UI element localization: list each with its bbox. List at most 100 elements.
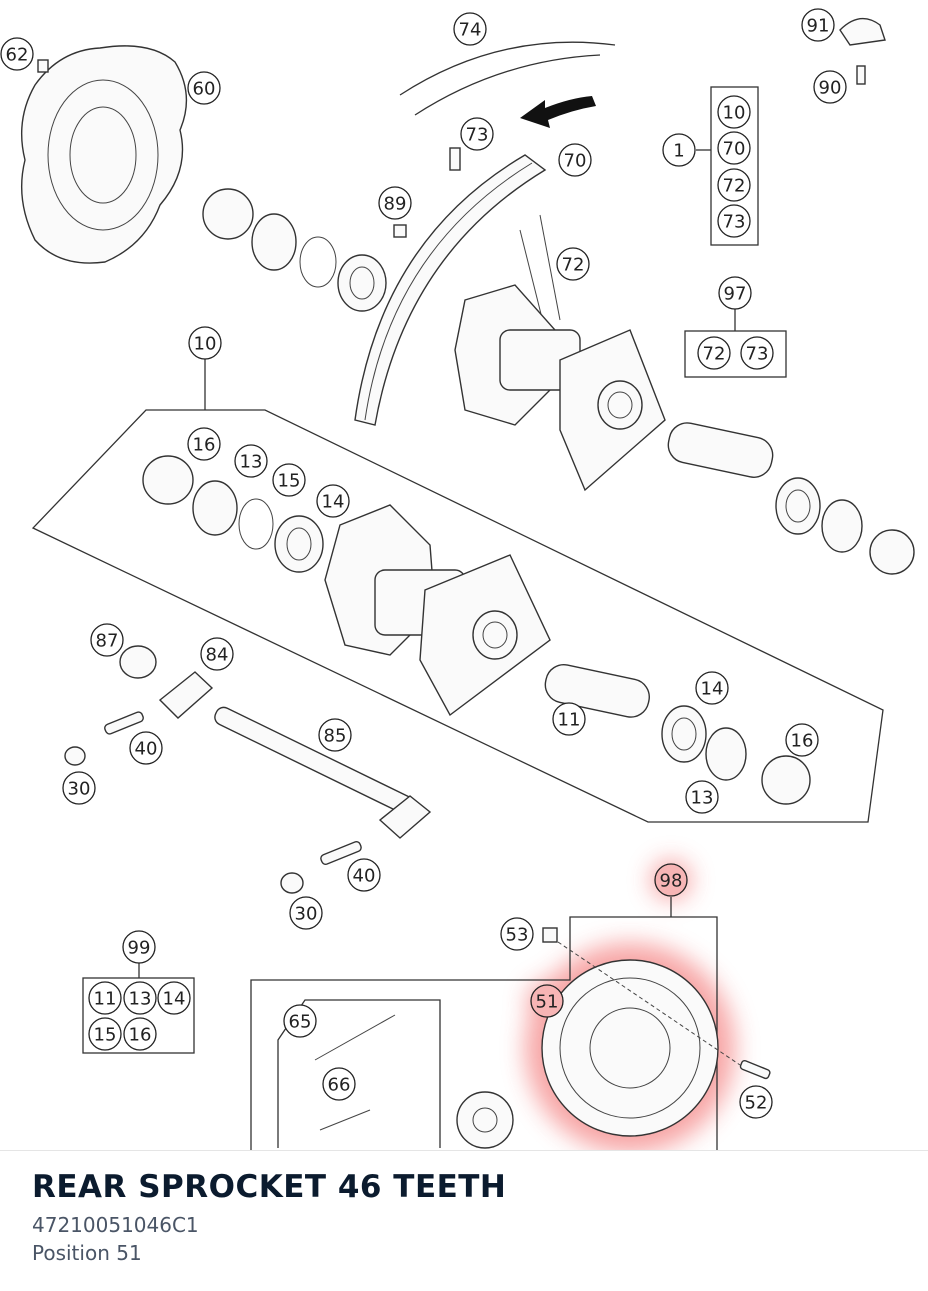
seal-upper-left[interactable]: [251, 213, 297, 271]
axle-85[interactable]: [212, 705, 432, 839]
hub-assembly-lower[interactable]: [324, 504, 551, 717]
spacer-upper[interactable]: [665, 420, 776, 481]
bearing-lower-left-14[interactable]: [274, 515, 324, 573]
spacer-cap-lower-right-16[interactable]: [761, 755, 811, 805]
callout-label: 87: [96, 631, 119, 652]
bearing-upper-right[interactable]: [775, 477, 821, 535]
nut-30b[interactable]: [280, 872, 304, 894]
callout-90[interactable]: 90: [813, 70, 847, 104]
callout-30[interactable]: 30: [289, 896, 323, 930]
part-title: REAR SPROCKET 46 TEETH: [32, 1169, 507, 1205]
circlip-upper[interactable]: [299, 236, 337, 288]
part-number: 47210051046C1: [32, 1213, 199, 1237]
callout-16[interactable]: 16: [123, 1017, 157, 1051]
callout-15[interactable]: 15: [272, 463, 306, 497]
seal-lower-right-13[interactable]: [705, 727, 747, 781]
chain-65[interactable]: [277, 999, 441, 1148]
wheel-rim[interactable]: [354, 154, 547, 426]
spacer-cap-upper-left[interactable]: [202, 188, 254, 240]
valve-part[interactable]: [449, 147, 461, 171]
callout-label: 16: [791, 731, 814, 752]
callout-label: 72: [703, 344, 726, 365]
callout-14[interactable]: 14: [157, 981, 191, 1015]
callout-16[interactable]: 16: [187, 427, 221, 461]
group-frame-10: [31, 409, 884, 823]
chain-adjuster-84[interactable]: [158, 671, 214, 719]
group-box-1: [710, 86, 759, 246]
callout-30[interactable]: 30: [62, 771, 96, 805]
callout-73[interactable]: 73: [717, 204, 751, 238]
callout-label: 70: [564, 151, 587, 172]
spacer-cap-upper-right[interactable]: [869, 529, 915, 575]
adjuster-bolt-40a[interactable]: [104, 711, 145, 735]
rear-sprocket-51[interactable]: [541, 959, 719, 1137]
callout-label: 11: [558, 710, 581, 731]
callout-label: 66: [328, 1075, 351, 1096]
callout-label: 65: [289, 1012, 312, 1033]
callout-40[interactable]: 40: [129, 731, 163, 765]
callout-label: 16: [129, 1025, 152, 1046]
rim-insert[interactable]: [393, 224, 407, 238]
callout-13[interactable]: 13: [685, 780, 719, 814]
callout-60[interactable]: 60: [187, 71, 221, 105]
callout-14[interactable]: 14: [316, 484, 350, 518]
callout-89[interactable]: 89: [378, 186, 412, 220]
bearing-lower-left-16[interactable]: [142, 455, 194, 505]
front-sprocket[interactable]: [456, 1091, 514, 1149]
callout-70[interactable]: 70: [717, 131, 751, 165]
part-position: Position 51: [32, 1241, 142, 1265]
rotation-arrow: [520, 96, 596, 128]
callout-72[interactable]: 72: [556, 247, 590, 281]
callout-65[interactable]: 65: [283, 1004, 317, 1038]
callout-72[interactable]: 72: [717, 168, 751, 202]
nut-30a[interactable]: [64, 746, 86, 766]
callout-label: 53: [506, 925, 529, 946]
callout-74[interactable]: 74: [453, 12, 487, 46]
callout-label: 13: [240, 452, 263, 473]
callout-label: 30: [295, 904, 318, 925]
callout-51[interactable]: 51: [530, 984, 564, 1018]
callout-label: 1: [673, 141, 684, 162]
callout-1[interactable]: 1: [662, 133, 696, 167]
callout-62[interactable]: 62: [0, 37, 34, 71]
callout-14[interactable]: 14: [695, 671, 729, 705]
callout-99[interactable]: 99: [122, 930, 156, 964]
callout-40[interactable]: 40: [347, 858, 381, 892]
callout-10[interactable]: 10: [717, 95, 751, 129]
bleeder-part[interactable]: [839, 17, 886, 85]
seal-upper-right[interactable]: [821, 499, 863, 553]
circlip-lower-15[interactable]: [238, 498, 274, 550]
callout-85[interactable]: 85: [318, 718, 352, 752]
disc-bolt[interactable]: [37, 59, 49, 73]
callout-70[interactable]: 70: [558, 143, 592, 177]
sprocket-bolt-52[interactable]: [739, 1059, 771, 1080]
callout-13[interactable]: 13: [123, 981, 157, 1015]
sprocket-nut-53[interactable]: [542, 927, 558, 943]
hub-assembly-upper[interactable]: [454, 284, 666, 492]
callout-66[interactable]: 66: [322, 1067, 356, 1101]
bearing-lower-right-14[interactable]: [661, 705, 707, 763]
callout-13[interactable]: 13: [234, 444, 268, 478]
callout-label: 62: [6, 45, 29, 66]
callout-98[interactable]: 98: [654, 863, 688, 897]
seal-lower-left-13[interactable]: [192, 480, 238, 536]
callout-97[interactable]: 97: [718, 276, 752, 310]
callout-52[interactable]: 52: [739, 1085, 773, 1119]
callout-73[interactable]: 73: [460, 117, 494, 151]
callout-16[interactable]: 16: [785, 723, 819, 757]
adjuster-bolt-40b[interactable]: [320, 840, 363, 865]
callout-87[interactable]: 87: [90, 623, 124, 657]
callout-11[interactable]: 11: [88, 981, 122, 1015]
callout-73[interactable]: 73: [740, 336, 774, 370]
axle-nut-87[interactable]: [119, 645, 157, 679]
callout-11[interactable]: 11: [552, 702, 586, 736]
callout-53[interactable]: 53: [500, 917, 534, 951]
callout-10[interactable]: 10: [188, 326, 222, 360]
brake-disc[interactable]: [20, 45, 188, 264]
callout-72[interactable]: 72: [697, 336, 731, 370]
bearing-upper-left[interactable]: [337, 254, 387, 312]
callout-84[interactable]: 84: [200, 637, 234, 671]
callout-label: 73: [723, 212, 746, 233]
callout-15[interactable]: 15: [88, 1017, 122, 1051]
callout-91[interactable]: 91: [801, 8, 835, 42]
